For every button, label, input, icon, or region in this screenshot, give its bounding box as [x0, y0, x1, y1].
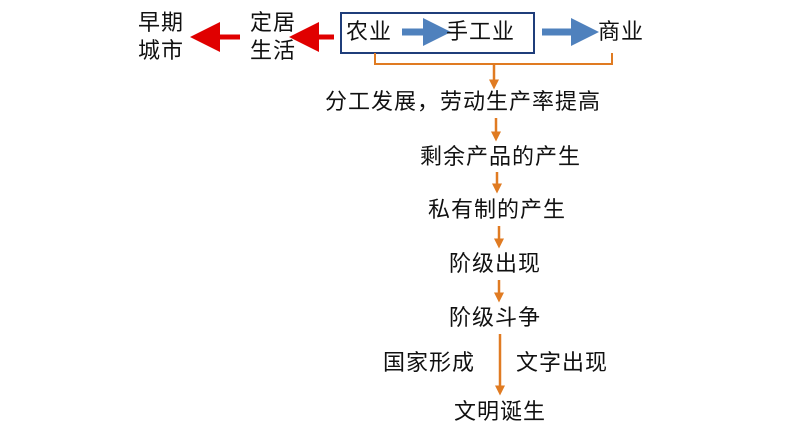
writing-appears-label: 文字出现 [516, 351, 609, 376]
settled-life-line-2: 生活 [250, 39, 297, 64]
agriculture-label: 农业 [346, 20, 393, 45]
chain-step-surplus-products: 剩余产品的产生 [420, 145, 582, 170]
early-city-line-1: 早期 [138, 11, 185, 36]
chain-step-classes-appear: 阶级出现 [449, 252, 542, 277]
early-city-label: 早期 城市 [138, 10, 184, 66]
commerce-label: 商业 [598, 20, 645, 45]
settled-life-line-1: 定居 [250, 11, 297, 36]
chain-step-division-of-labor: 分工发展，劳动生产率提高 [325, 90, 602, 115]
civilization-born-label: 文明诞生 [454, 400, 547, 425]
orange-bracket [374, 53, 613, 65]
handicraft-label: 手工业 [446, 20, 516, 45]
chain-step-class-struggle: 阶级斗争 [449, 306, 542, 331]
early-city-line-2: 城市 [138, 39, 185, 64]
agri-handicraft-box [340, 12, 535, 54]
state-formation-label: 国家形成 [383, 351, 476, 376]
settled-life-label: 定居 生活 [250, 10, 296, 66]
chain-step-private-ownership: 私有制的产生 [428, 198, 567, 223]
